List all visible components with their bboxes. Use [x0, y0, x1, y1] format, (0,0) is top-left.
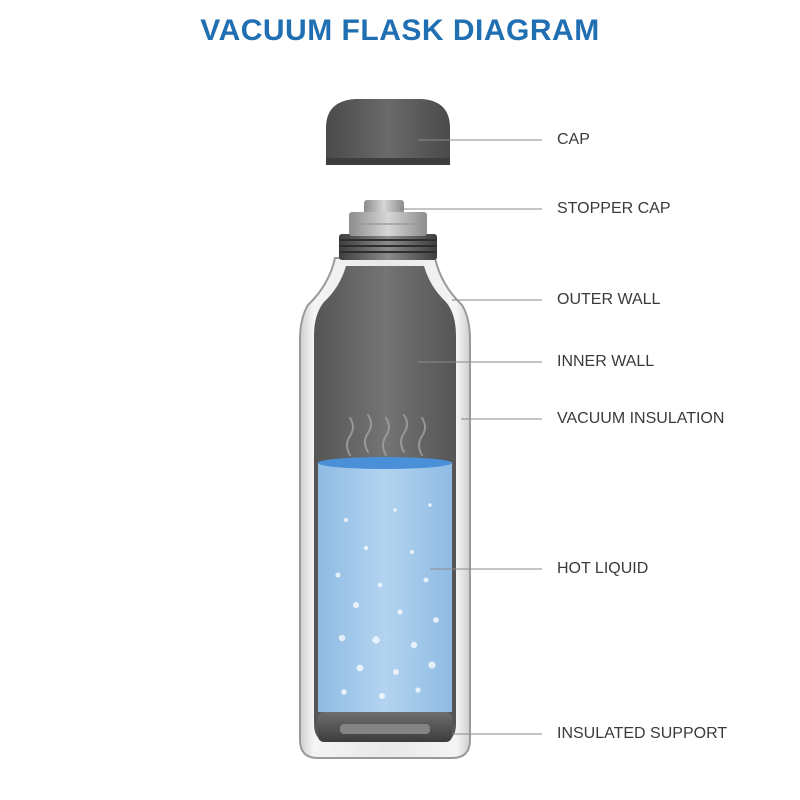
- neck-threads: [339, 234, 437, 260]
- label-vacuum-insulation: VACUUM INSULATION: [557, 410, 725, 427]
- insulated-support: [318, 712, 452, 742]
- label-cap: CAP: [557, 131, 590, 148]
- bubbles: [335, 503, 439, 699]
- diagram-title: VACUUM FLASK DIAGRAM: [200, 14, 600, 47]
- hot-liquid: [318, 457, 452, 712]
- label-hot-liquid: HOT LIQUID: [557, 560, 649, 577]
- label-outer-wall: OUTER WALL: [557, 291, 661, 308]
- cap: [326, 99, 450, 165]
- stopper-cap: [349, 200, 427, 236]
- steam-icon: [346, 414, 426, 456]
- label-stopper-cap: STOPPER CAP: [557, 200, 671, 217]
- leader-lines: [400, 139, 542, 735]
- label-insulated-support: INSULATED SUPPORT: [557, 725, 728, 742]
- label-inner-wall: INNER WALL: [557, 353, 655, 370]
